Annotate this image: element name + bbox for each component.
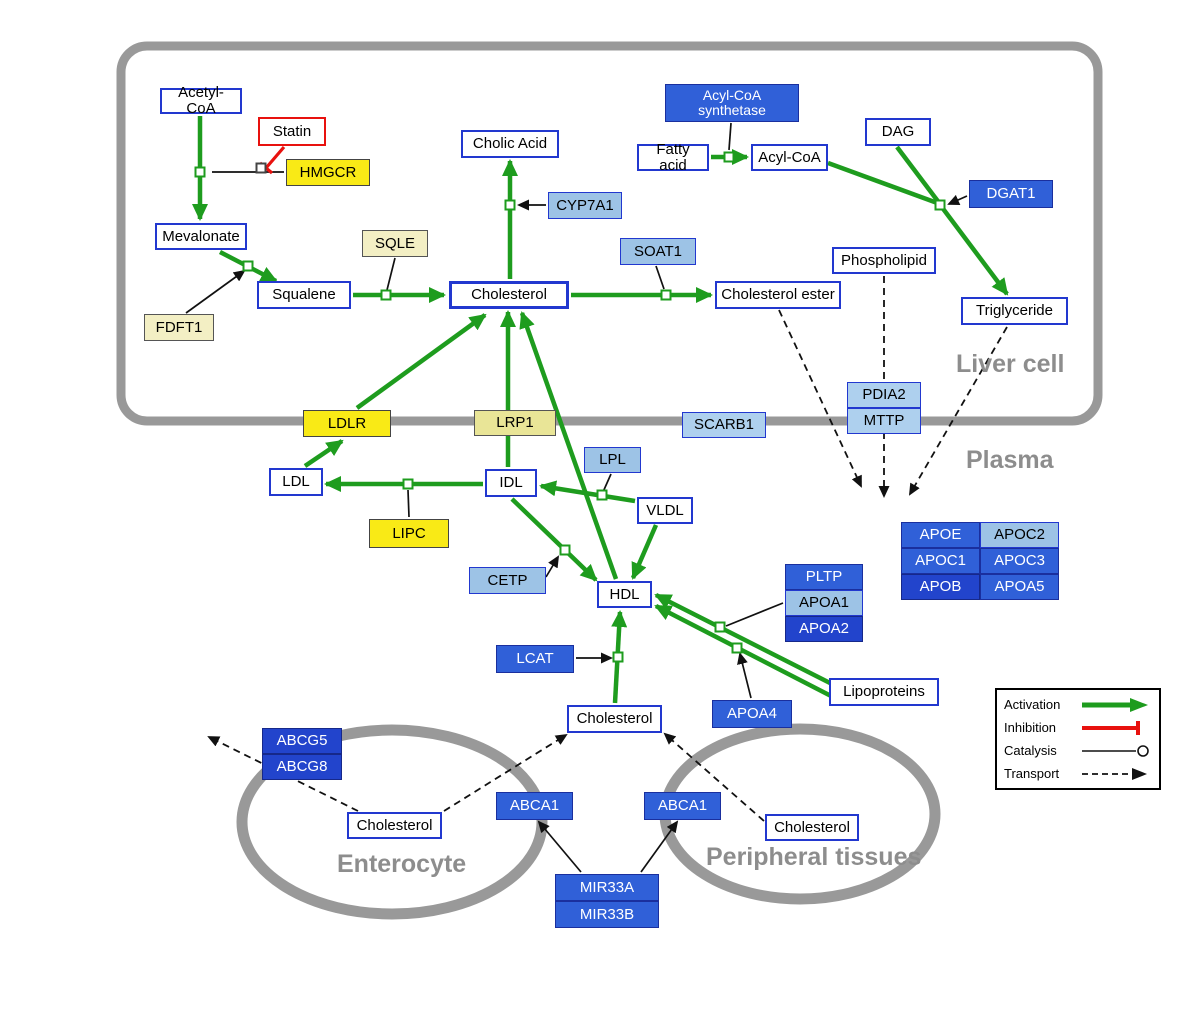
- node-mttp[interactable]: MTTP: [847, 408, 921, 434]
- node-dag[interactable]: DAG: [865, 118, 931, 146]
- node-abcg8[interactable]: ABCG8: [262, 754, 342, 780]
- node-cholesterol-ester[interactable]: Cholesterol ester: [715, 281, 841, 309]
- node-mevalonate[interactable]: Mevalonate: [155, 223, 247, 250]
- node-apoc1[interactable]: APOC1: [901, 548, 980, 574]
- node-pdia2[interactable]: PDIA2: [847, 382, 921, 408]
- node-cholic-acid[interactable]: Cholic Acid: [461, 130, 559, 158]
- legend-label-activation: Activation: [1004, 697, 1061, 712]
- node-fatty-acid[interactable]: Fatty acid: [637, 141, 709, 173]
- legend-label-catalysis: Catalysis: [1004, 743, 1057, 758]
- reaction-nodes: [194, 151, 946, 663]
- node-pltp[interactable]: PLTP: [785, 564, 863, 590]
- node-scarb1[interactable]: SCARB1: [682, 412, 766, 438]
- node-cyp7a1[interactable]: CYP7A1: [548, 192, 622, 219]
- legend-label-transport: Transport: [1004, 766, 1060, 781]
- region-label-liver-cell: Liver cell: [956, 350, 1065, 378]
- node-apoa5[interactable]: APOA5: [980, 574, 1059, 600]
- node-apoa4[interactable]: APOA4: [712, 700, 792, 728]
- inhibition-bar-icon: [1082, 720, 1140, 735]
- node-cholesterol-center[interactable]: Cholesterol: [567, 705, 662, 733]
- node-lipoproteins[interactable]: Lipoproteins: [829, 678, 939, 706]
- node-abcg5[interactable]: ABCG5: [262, 728, 342, 754]
- node-apoa1[interactable]: APOA1: [785, 590, 863, 616]
- region-label-peripheral-tissues: Peripheral tissues: [706, 843, 922, 871]
- legend-item-catalysis: Catalysis: [997, 739, 1159, 762]
- node-cholesterol-peripheral[interactable]: Cholesterol: [765, 814, 859, 841]
- node-mir33b[interactable]: MIR33B: [555, 901, 659, 928]
- region-label-enterocyte: Enterocyte: [337, 850, 467, 878]
- node-squalene[interactable]: Squalene: [257, 281, 351, 309]
- node-hdl[interactable]: HDL: [597, 581, 652, 608]
- node-dgat1[interactable]: DGAT1: [969, 180, 1053, 208]
- node-acyl-coa[interactable]: Acyl-CoA: [751, 144, 828, 171]
- node-statin[interactable]: Statin: [258, 117, 326, 146]
- node-abca1-enterocyte[interactable]: ABCA1: [496, 792, 573, 820]
- node-cetp[interactable]: CETP: [469, 567, 546, 594]
- node-mir33a[interactable]: MIR33A: [555, 874, 659, 901]
- node-acyl-coa-synthetase[interactable]: Acyl-CoA synthetase: [665, 84, 799, 122]
- legend: Activation Inhibition Catalysis Transpor…: [995, 688, 1161, 790]
- legend-item-activation: Activation: [997, 693, 1159, 716]
- node-triglyceride[interactable]: Triglyceride: [961, 297, 1068, 325]
- node-ldlr[interactable]: LDLR: [303, 410, 391, 437]
- node-vldl[interactable]: VLDL: [637, 497, 693, 524]
- activation-edges: [192, 116, 1009, 704]
- node-apoc3[interactable]: APOC3: [980, 548, 1059, 574]
- node-idl[interactable]: IDL: [485, 469, 537, 497]
- node-hmgcr[interactable]: HMGCR: [286, 159, 370, 186]
- node-ldl[interactable]: LDL: [269, 468, 323, 496]
- node-apoc2[interactable]: APOC2: [980, 522, 1059, 548]
- node-abca1-peripheral[interactable]: ABCA1: [644, 792, 721, 820]
- node-apob[interactable]: APOB: [901, 574, 980, 600]
- node-apoe[interactable]: APOE: [901, 522, 980, 548]
- node-apoa2[interactable]: APOA2: [785, 616, 863, 642]
- activation-arrow-icon: [1082, 697, 1148, 712]
- node-soat1[interactable]: SOAT1: [620, 238, 696, 265]
- legend-item-transport: Transport: [997, 762, 1159, 785]
- catalysis-circle-icon: [1082, 744, 1149, 757]
- node-fdft1[interactable]: FDFT1: [144, 314, 214, 341]
- node-lrp1[interactable]: LRP1: [474, 410, 556, 436]
- transport-dashed-arrow-icon: [1082, 767, 1147, 780]
- node-lipc[interactable]: LIPC: [369, 519, 449, 548]
- region-label-plasma: Plasma: [966, 446, 1054, 474]
- node-sqle[interactable]: SQLE: [362, 230, 428, 257]
- node-cholesterol-enterocyte[interactable]: Cholesterol: [347, 812, 442, 839]
- node-acetyl-coa[interactable]: Acetyl-CoA: [160, 85, 242, 116]
- legend-label-inhibition: Inhibition: [1004, 720, 1057, 735]
- node-phospholipid[interactable]: Phospholipid: [832, 247, 936, 274]
- liver-cell-outline: [116, 41, 1103, 426]
- legend-item-inhibition: Inhibition: [997, 716, 1159, 739]
- node-lcat[interactable]: LCAT: [496, 645, 574, 673]
- node-cholesterol-liver[interactable]: Cholesterol: [449, 281, 569, 309]
- node-lpl[interactable]: LPL: [584, 447, 641, 473]
